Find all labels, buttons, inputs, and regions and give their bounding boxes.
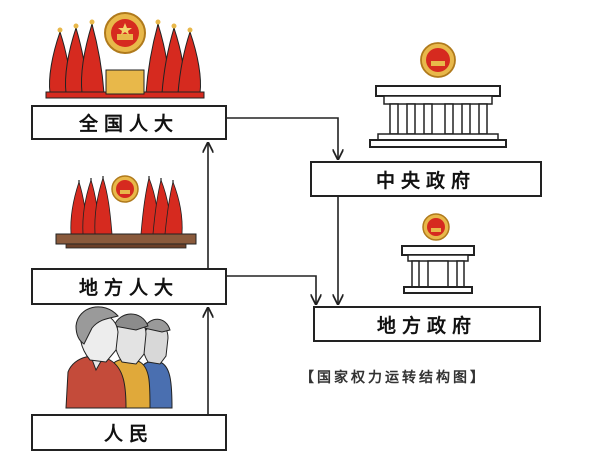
node-local-government: 地方政府 bbox=[313, 306, 541, 342]
node-national-peoples-congress: 全国人大 bbox=[31, 105, 227, 140]
node-label: 全国人大 bbox=[78, 113, 179, 135]
people-icon bbox=[65, 306, 173, 409]
diagram-caption: 【国家权力运转结构图】 bbox=[300, 370, 487, 386]
central-government-building-icon bbox=[369, 85, 507, 148]
node-label: 地方人大 bbox=[78, 277, 179, 299]
node-central-government: 中央政府 bbox=[310, 161, 542, 197]
local-gov-emblem-icon bbox=[422, 213, 450, 241]
central-emblem-icon bbox=[420, 42, 456, 78]
node-local-peoples-congress: 地方人大 bbox=[31, 268, 227, 305]
npc-flags-icon bbox=[45, 19, 205, 99]
arrow-npc-to-central-gov bbox=[227, 117, 338, 159]
national-emblem-icon bbox=[104, 12, 146, 54]
local-government-building-icon bbox=[401, 245, 475, 294]
node-people: 人民 bbox=[31, 414, 227, 451]
arrow-local-pc-to-local-gov bbox=[227, 275, 316, 304]
node-label: 地方政府 bbox=[376, 314, 477, 337]
local-pc-flags-icon bbox=[55, 176, 197, 249]
node-label: 中央政府 bbox=[375, 169, 476, 192]
node-label: 人民 bbox=[103, 423, 154, 445]
local-emblem-icon bbox=[111, 175, 139, 203]
